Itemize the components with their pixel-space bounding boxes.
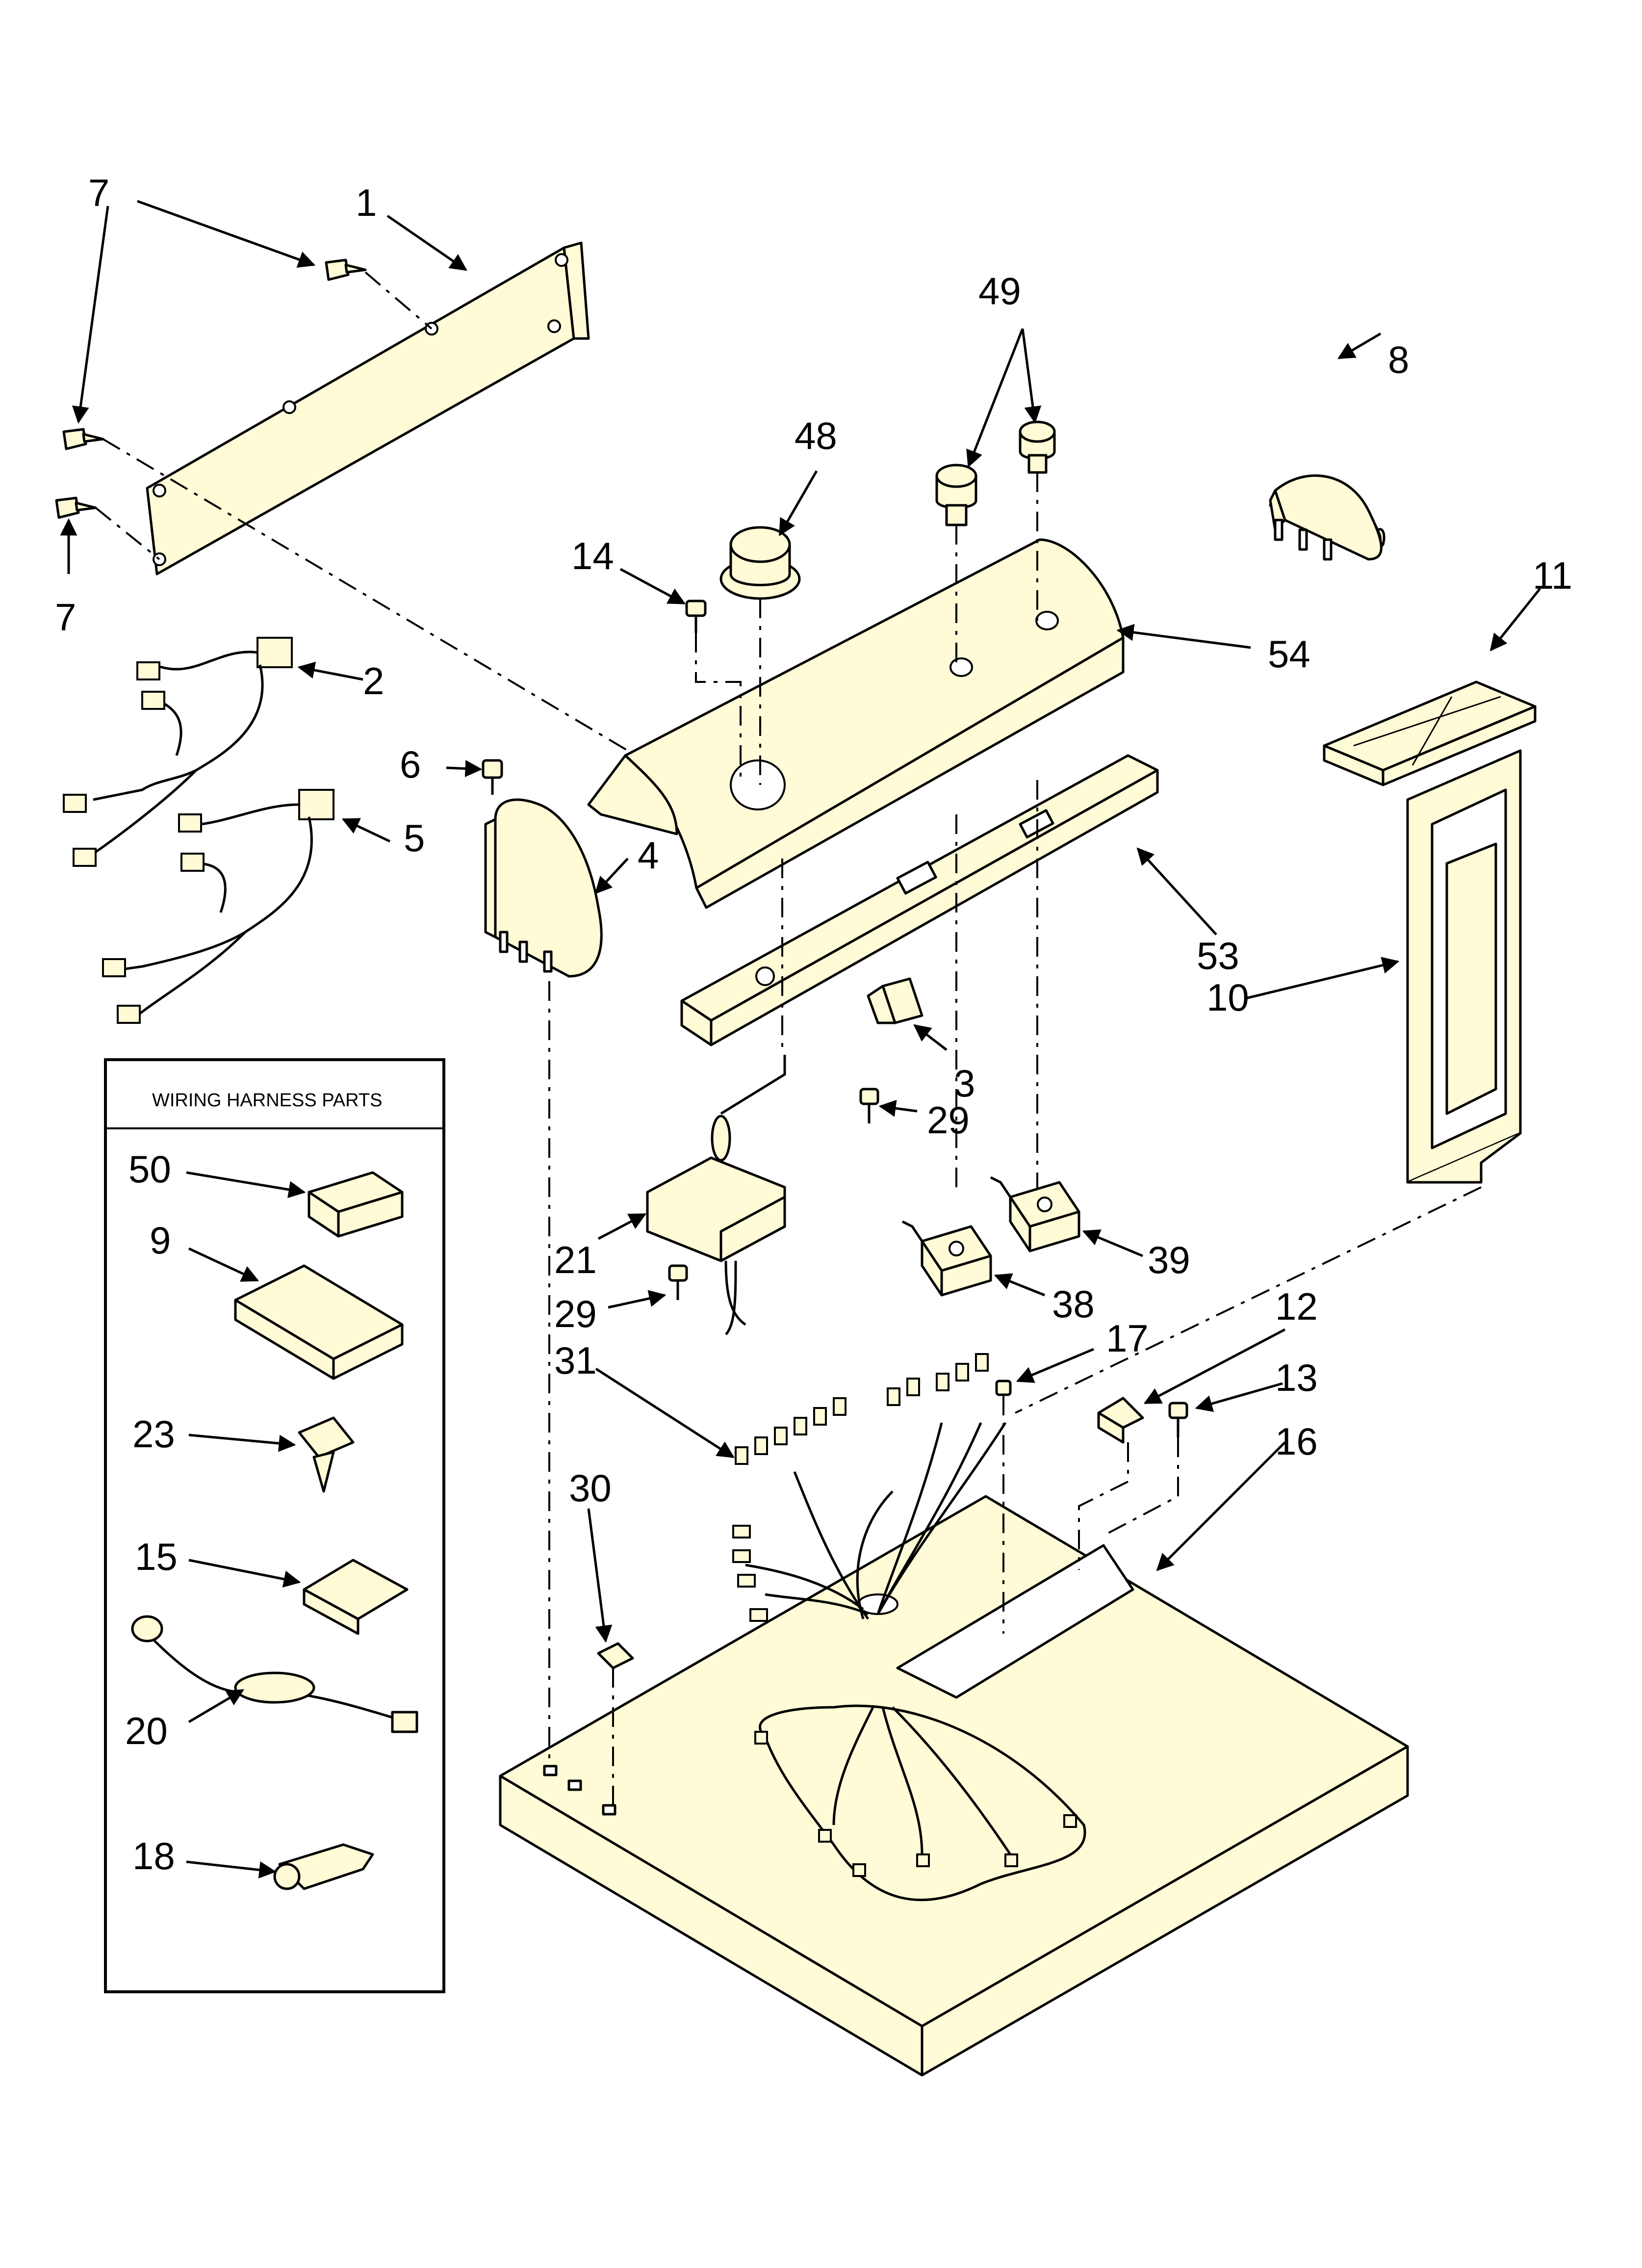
- label-29: 29: [927, 1098, 970, 1142]
- screw-icon: [482, 759, 503, 795]
- switch-icon: [901, 1220, 992, 1297]
- label-14: 14: [571, 534, 614, 577]
- label-12: 12: [1275, 1285, 1318, 1328]
- label-54: 54: [1268, 632, 1310, 676]
- clip-icon: [1097, 1397, 1144, 1444]
- label-7: 7: [88, 171, 109, 214]
- label-5: 5: [404, 816, 425, 860]
- switch-icon: [990, 1176, 1080, 1252]
- console-panel: [587, 538, 1125, 909]
- label-21: 21: [554, 1238, 597, 1281]
- label-10: 10: [1206, 976, 1249, 1019]
- switch-icon: [867, 977, 924, 1024]
- left-end-cap: [484, 798, 603, 978]
- wire-harness: [102, 789, 334, 1024]
- wire-harness: [63, 637, 293, 867]
- label-49: 49: [978, 269, 1021, 313]
- label-13: 13: [1275, 1356, 1318, 1399]
- inset-title: WIRING HARNESS PARTS: [152, 1090, 382, 1111]
- wiring-bundle: [732, 1353, 1086, 1902]
- label-6: 6: [400, 743, 421, 786]
- lint-filter: [1406, 749, 1522, 1184]
- label-48: 48: [795, 414, 837, 457]
- label-2: 2: [363, 659, 384, 703]
- screw-icon: [55, 259, 367, 519]
- screw-icon: [995, 1380, 1012, 1396]
- part-labels: 7 1 7 2 6 5 4 48 49 14 8 54 11 53 10 3 2…: [55, 171, 1572, 1877]
- label-17: 17: [1106, 1317, 1149, 1360]
- label-15: 15: [135, 1535, 178, 1578]
- console-frame: [680, 754, 1159, 1046]
- screw-icon: [668, 1264, 688, 1300]
- screw-icon: [859, 1088, 879, 1123]
- label-38: 38: [1052, 1282, 1095, 1326]
- screw-icon: [685, 600, 707, 633]
- timer-icon: [646, 1115, 786, 1335]
- label-39: 39: [1148, 1238, 1190, 1281]
- dryer-top: [499, 1495, 1409, 2077]
- label-8: 8: [1388, 338, 1409, 381]
- label-29: 29: [554, 1292, 597, 1335]
- label-53: 53: [1197, 934, 1239, 977]
- label-23: 23: [132, 1412, 175, 1456]
- leader-lines: [60, 200, 1541, 1878]
- right-end-cap: [1269, 474, 1385, 561]
- label-30: 30: [569, 1466, 612, 1510]
- knob-icon: [935, 464, 977, 526]
- label-18: 18: [132, 1834, 175, 1877]
- label-7: 7: [55, 596, 76, 639]
- knob-icon: [719, 526, 801, 600]
- label-9: 9: [150, 1219, 171, 1262]
- label-4: 4: [638, 834, 659, 877]
- knob-icon: [1019, 420, 1056, 474]
- screw-icon: [1168, 1402, 1188, 1437]
- lint-filter-cover: [1323, 680, 1537, 786]
- clip-icon: [597, 1642, 634, 1669]
- label-50: 50: [128, 1147, 171, 1191]
- label-11: 11: [1533, 554, 1572, 597]
- label-31: 31: [554, 1339, 597, 1382]
- label-20: 20: [125, 1709, 168, 1752]
- label-3: 3: [954, 1062, 975, 1105]
- wiring-harness-inset: [104, 1058, 445, 1993]
- rear-bracket: [146, 241, 590, 575]
- label-1: 1: [356, 181, 377, 224]
- label-16: 16: [1275, 1420, 1318, 1463]
